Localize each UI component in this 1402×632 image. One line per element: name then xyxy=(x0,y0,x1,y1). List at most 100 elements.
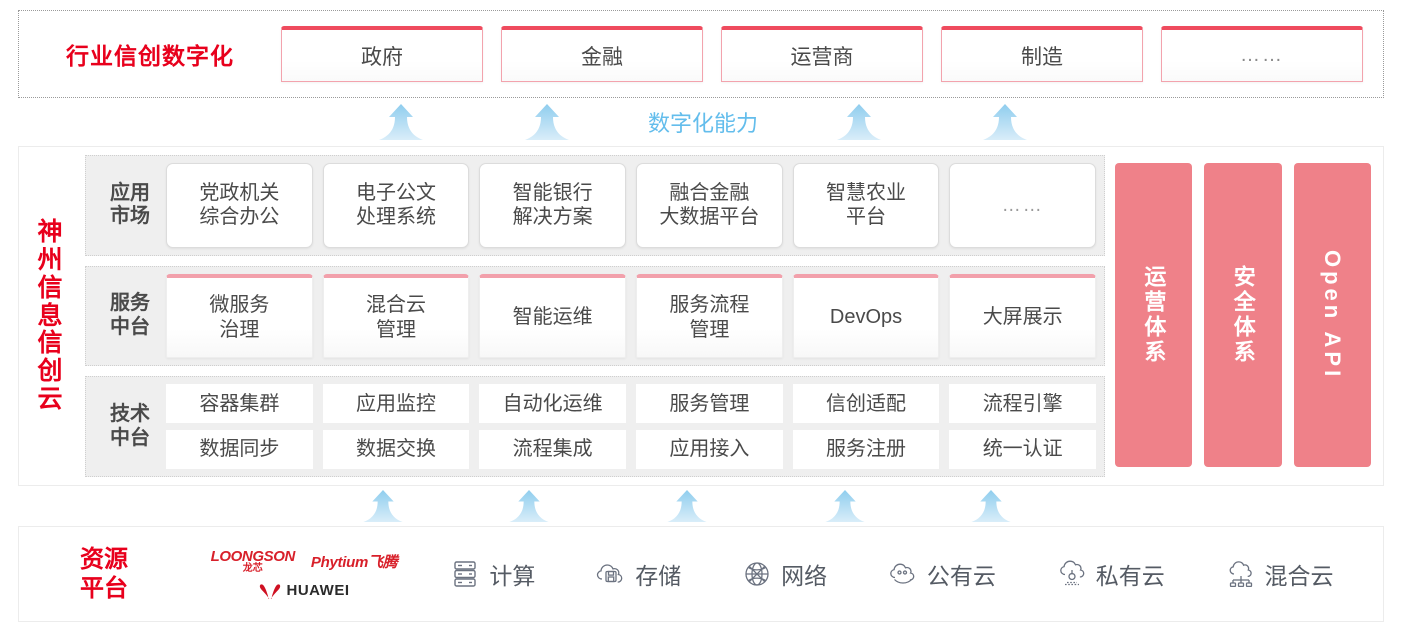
pillar-list: 运营体系 安全体系 Open API xyxy=(1115,155,1373,477)
up-arrow-icon xyxy=(836,104,882,140)
industry-band-title: 行业信创数字化 xyxy=(66,43,234,69)
service-card-list: 微服务 治理 混合云 管理 智能运维 服务流程 管理 DevOps 大屏展示 xyxy=(166,273,1097,359)
cloud-title-char: 神 xyxy=(37,218,63,247)
industry-card-more[interactable]: …… xyxy=(1161,26,1363,82)
resource-item-label: 私有云 xyxy=(1095,563,1165,589)
vendor-logo-row: HUAWEI xyxy=(259,582,350,599)
up-arrow-icon xyxy=(360,490,406,522)
tech-card-service-registry[interactable]: 服务注册 xyxy=(792,430,940,470)
up-arrow-icon xyxy=(506,490,552,522)
hybrid-cloud-icon xyxy=(1224,557,1258,591)
app-card-edoc-system[interactable]: 电子公文 处理系统 xyxy=(322,163,470,248)
industry-card-manufacturing[interactable]: 制造 xyxy=(941,26,1143,82)
resource-item-label: 存储 xyxy=(635,563,682,589)
resource-item-public-cloud[interactable]: 公有云 xyxy=(886,557,996,591)
resource-item-private-cloud[interactable]: 私有云 xyxy=(1055,557,1165,591)
pillar-open-api[interactable]: Open API xyxy=(1293,163,1371,467)
up-arrow-icon xyxy=(822,490,868,522)
resource-item-network[interactable]: 网络 xyxy=(740,557,827,591)
capability-arrow-strip-top: 数字化能力 xyxy=(18,102,1384,140)
tech-card-grid: 容器集群 应用监控 自动化运维 服务管理 信创适配 流程引擎 数据同步 数据交换… xyxy=(166,384,1097,470)
layer-label-line: 服务 xyxy=(110,292,150,315)
vendor-logo-row: LOONGSON 龙芯 Phytium飞腾 xyxy=(211,549,398,574)
layer-label-line: 中台 xyxy=(110,316,150,338)
cloud-platform-panel: 神 州 信 息 信 创 云 应用 市场 党政机关 综合办公 电子公文 处理系统 xyxy=(18,146,1384,486)
huawei-logo-text: HUAWEI xyxy=(286,582,350,599)
service-card-devops[interactable]: DevOps xyxy=(792,273,940,359)
service-card-hybrid-cloud-mgmt[interactable]: 混合云 管理 xyxy=(322,273,470,359)
vendor-logo-list: LOONGSON 龙芯 Phytium飞腾 HUAWEI xyxy=(189,549,419,599)
tech-card-app-monitoring[interactable]: 应用监控 xyxy=(322,384,470,424)
up-arrow-icon xyxy=(524,104,570,140)
tech-card-service-mgmt[interactable]: 服务管理 xyxy=(636,384,783,424)
service-card-microservice-governance[interactable]: 微服务 治理 xyxy=(166,273,313,359)
pillar-label: 运营体系 xyxy=(1141,265,1167,365)
layer-label-line: 技术 xyxy=(110,403,150,426)
phytium-logo-icon: Phytium飞腾 xyxy=(310,554,398,571)
service-card-smart-ops[interactable]: 智能运维 xyxy=(479,273,627,359)
cloud-layer-stack: 应用 市场 党政机关 综合办公 电子公文 处理系统 智能银行 解决方案 融合金融… xyxy=(85,155,1105,478)
tech-card-container-cluster[interactable]: 容器集群 xyxy=(166,384,313,424)
app-card-finance-bigdata[interactable]: 融合金融 大数据平台 xyxy=(636,163,783,248)
service-card-dashboard[interactable]: 大屏展示 xyxy=(949,273,1097,359)
cloud-title-char: 信 xyxy=(37,273,63,302)
layer-label-line: 中台 xyxy=(110,426,150,449)
resource-item-label: 计算 xyxy=(489,563,536,589)
tech-card-row: 数据同步 数据交换 流程集成 应用接入 服务注册 统一认证 xyxy=(166,430,1097,470)
resource-item-compute[interactable]: 计算 xyxy=(448,557,535,591)
resource-item-list: 计算 存储 xyxy=(419,557,1383,591)
layer-label-tech-platform: 技术 中台 xyxy=(94,403,166,450)
loongson-logo-subtext: 龙芯 xyxy=(242,563,263,574)
cloud-title-char: 云 xyxy=(37,384,63,413)
network-globe-icon xyxy=(740,557,774,591)
app-card-smart-agriculture[interactable]: 智慧农业 平台 xyxy=(792,163,940,248)
tech-card-app-access[interactable]: 应用接入 xyxy=(636,430,783,470)
resource-item-label: 公有云 xyxy=(926,563,996,589)
cloud-title-char: 信 xyxy=(37,329,63,358)
digital-capability-label: 数字化能力 xyxy=(648,111,759,136)
cloud-platform-title: 神 州 信 息 信 创 云 xyxy=(19,147,81,485)
cloud-title-char: 州 xyxy=(37,246,63,275)
loongson-logo-text: LOONGSON xyxy=(210,548,296,565)
resource-title-line: 资源 xyxy=(80,545,128,573)
industry-card-list: 政府 金融 运营商 制造 …… xyxy=(281,11,1383,97)
tech-card-unified-auth[interactable]: 统一认证 xyxy=(949,430,1097,470)
app-card-more[interactable]: …… xyxy=(949,163,1097,248)
server-icon xyxy=(448,557,482,591)
app-card-gov-office[interactable]: 党政机关 综合办公 xyxy=(166,163,313,248)
loongson-logo-icon: LOONGSON 龙芯 xyxy=(210,548,296,574)
industry-band: 行业信创数字化 政府 金融 运营商 制造 …… xyxy=(18,10,1384,98)
industry-card-telecom[interactable]: 运营商 xyxy=(721,26,923,82)
app-card-smart-bank[interactable]: 智能银行 解决方案 xyxy=(479,163,627,248)
resource-item-label: 网络 xyxy=(781,563,828,589)
pillar-security-system[interactable]: 安全体系 xyxy=(1204,163,1282,467)
layer-service-platform: 服务 中台 微服务 治理 混合云 管理 智能运维 服务流程 管理 DevOps … xyxy=(85,265,1105,367)
public-cloud-icon xyxy=(886,557,920,591)
resource-arrow-strip-bottom xyxy=(18,488,1384,524)
up-arrow-icon xyxy=(664,490,710,522)
resource-item-storage[interactable]: 存储 xyxy=(594,557,681,591)
huawei-flower-icon xyxy=(259,583,281,599)
layer-tech-platform: 技术 中台 容器集群 应用监控 自动化运维 服务管理 信创适配 流程引擎 xyxy=(85,376,1105,478)
layer-label-service-platform: 服务 中台 xyxy=(94,292,166,339)
storage-cloud-icon xyxy=(594,557,628,591)
industry-card-government[interactable]: 政府 xyxy=(281,26,483,82)
layer-label-app-market: 应用 市场 xyxy=(94,182,166,229)
service-card-service-process-mgmt[interactable]: 服务流程 管理 xyxy=(636,273,783,359)
tech-card-xinchuang-adaptation[interactable]: 信创适配 xyxy=(792,384,940,424)
cloud-title-char: 创 xyxy=(37,357,63,386)
tech-card-process-engine[interactable]: 流程引擎 xyxy=(949,384,1097,424)
tech-card-automated-ops[interactable]: 自动化运维 xyxy=(479,384,627,424)
up-arrow-icon xyxy=(982,104,1028,140)
tech-card-process-integration[interactable]: 流程集成 xyxy=(479,430,627,470)
app-market-card-list: 党政机关 综合办公 电子公文 处理系统 智能银行 解决方案 融合金融 大数据平台… xyxy=(166,163,1097,248)
resource-item-hybrid-cloud[interactable]: 混合云 xyxy=(1224,557,1334,591)
cloud-platform-body: 应用 市场 党政机关 综合办公 电子公文 处理系统 智能银行 解决方案 融合金融… xyxy=(81,147,1383,485)
tech-card-data-sync[interactable]: 数据同步 xyxy=(166,430,313,470)
pillar-operations-system[interactable]: 运营体系 xyxy=(1115,163,1193,467)
pillar-label: 安全体系 xyxy=(1230,265,1256,365)
industry-card-finance[interactable]: 金融 xyxy=(501,26,703,82)
pillar-label: Open API xyxy=(1320,249,1346,381)
layer-app-market: 应用 市场 党政机关 综合办公 电子公文 处理系统 智能银行 解决方案 融合金融… xyxy=(85,155,1105,256)
tech-card-data-exchange[interactable]: 数据交换 xyxy=(322,430,470,470)
